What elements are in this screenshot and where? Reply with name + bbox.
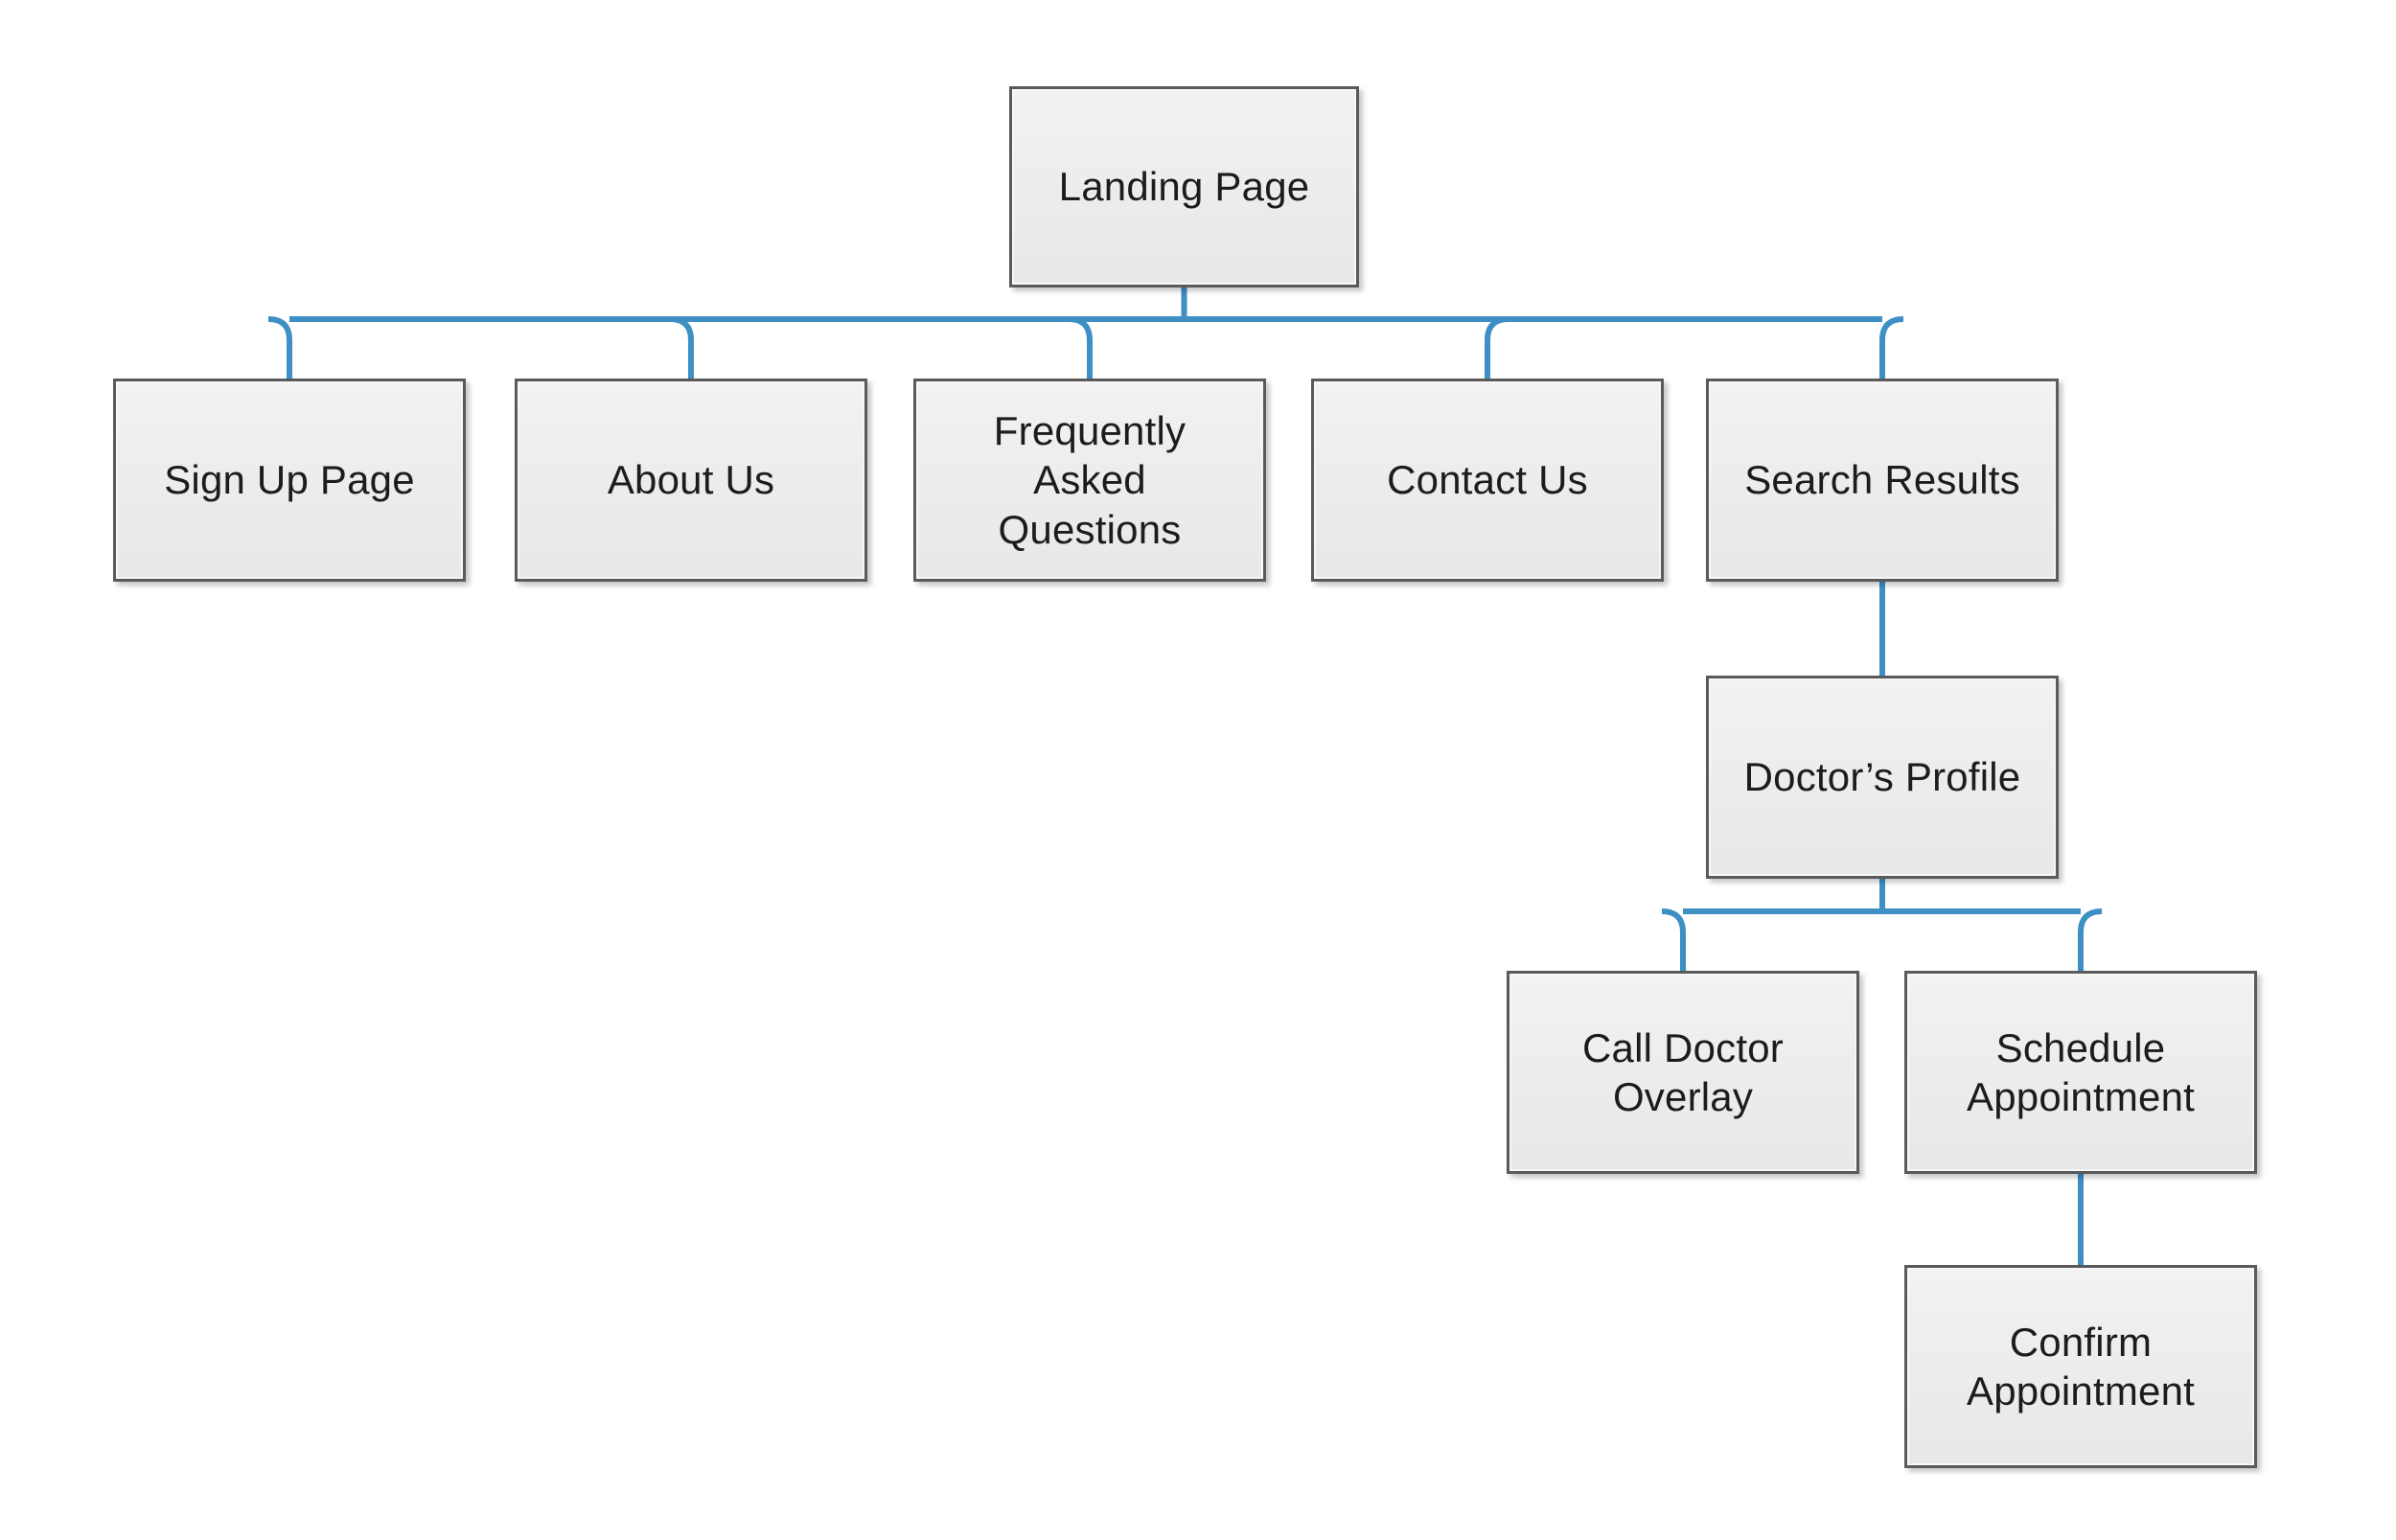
connector-landing-page-to-about-us bbox=[669, 316, 694, 379]
node-contact-us[interactable]: Contact Us bbox=[1311, 379, 1664, 582]
node-label-confirm-appointment: Confirm Appointment bbox=[1966, 1319, 2196, 1414]
node-label-sign-up-page: Sign Up Page bbox=[164, 457, 415, 503]
node-label-schedule-appointment: Schedule Appointment bbox=[1966, 1024, 2196, 1119]
connector-doctors-profile-to-call-doctor-overlay bbox=[1661, 908, 1686, 971]
node-label-about-us: About Us bbox=[607, 457, 775, 503]
node-landing-page[interactable]: Landing Page bbox=[1009, 86, 1359, 287]
node-label-frequently-asked-questions: Frequently Asked Questions bbox=[993, 408, 1186, 552]
node-label-search-results: Search Results bbox=[1744, 457, 2020, 503]
node-about-us[interactable]: About Us bbox=[515, 379, 867, 582]
node-search-results[interactable]: Search Results bbox=[1706, 379, 2059, 582]
node-sign-up-page[interactable]: Sign Up Page bbox=[113, 379, 466, 582]
connector-landing-page-to-frequently-asked-questions bbox=[1068, 316, 1093, 379]
node-label-call-doctor-overlay: Call Doctor Overlay bbox=[1582, 1024, 1784, 1119]
connector-landing-page-to-search-results bbox=[1879, 316, 1904, 379]
node-schedule-appointment[interactable]: Schedule Appointment bbox=[1904, 971, 2257, 1174]
node-label-landing-page: Landing Page bbox=[1058, 164, 1310, 210]
node-frequently-asked-questions[interactable]: Frequently Asked Questions bbox=[913, 379, 1266, 582]
connector-landing-page-to-sign-up-page bbox=[267, 316, 292, 379]
node-doctors-profile[interactable]: Doctor’s Profile bbox=[1706, 676, 2059, 879]
connector-landing-page-to-contact-us bbox=[1485, 316, 1509, 379]
node-label-contact-us: Contact Us bbox=[1387, 457, 1588, 503]
node-label-doctors-profile: Doctor’s Profile bbox=[1743, 754, 2021, 800]
node-confirm-appointment[interactable]: Confirm Appointment bbox=[1904, 1265, 2257, 1468]
node-call-doctor-overlay[interactable]: Call Doctor Overlay bbox=[1507, 971, 1859, 1174]
connector-doctors-profile-to-schedule-appointment bbox=[2078, 908, 2103, 971]
